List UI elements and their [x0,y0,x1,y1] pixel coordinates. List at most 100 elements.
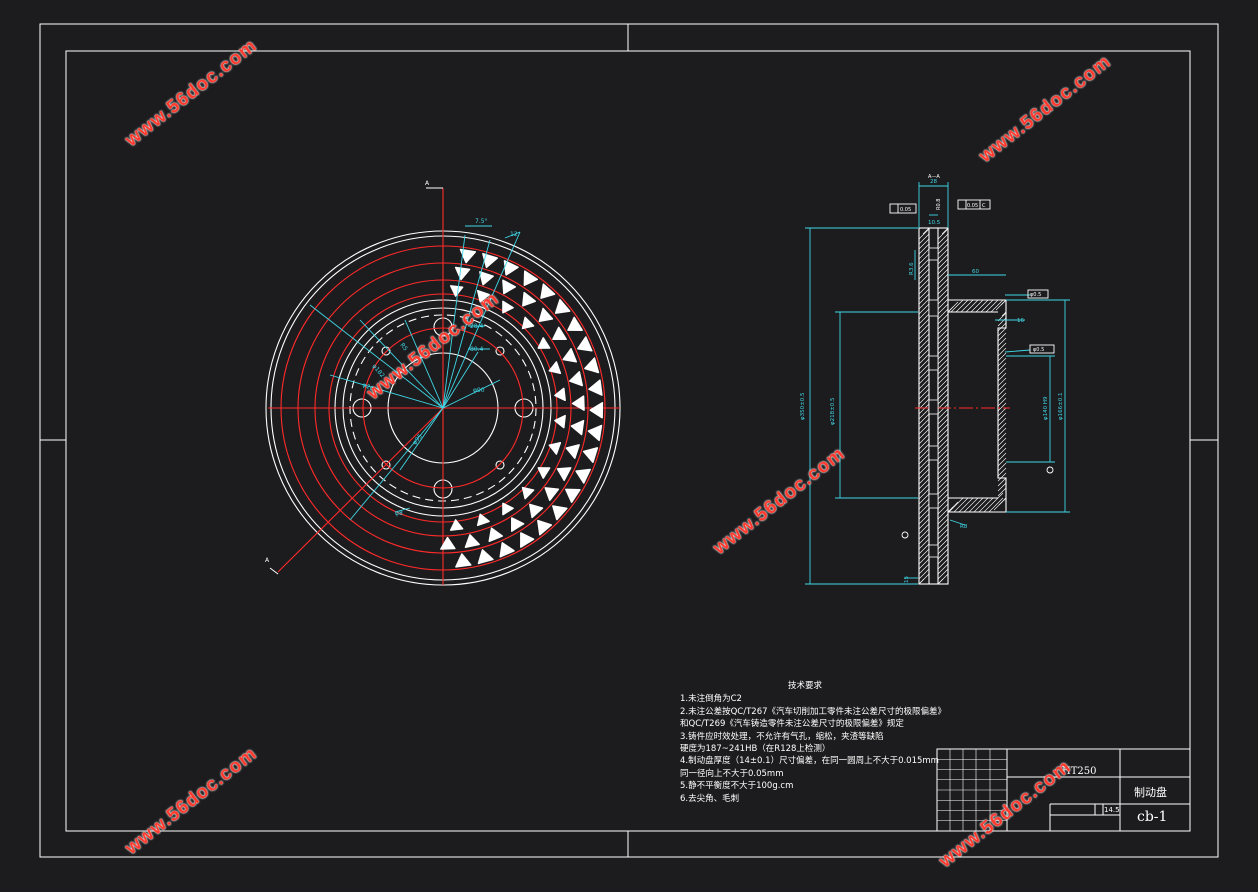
hatch-line [937,243,949,255]
vent-hole [570,419,585,436]
vent-hole [575,468,591,484]
vent-hole [459,248,477,264]
svg-text:80.4: 80.4 [470,346,484,353]
hatch-line [937,533,949,545]
hatch-line [937,433,949,445]
hatch-line [918,258,930,270]
title-block-scale: 14.5 [1104,806,1120,814]
hatch-line [918,313,930,325]
hatch-line [937,378,949,390]
hatch-line [918,433,930,445]
technical-note-line: 4.制动盘厚度（14±0.1）尺寸偏差，在同一圆周上不大于0.015mm [680,756,939,767]
hatch-line [937,543,949,555]
hatch-line [997,482,1007,492]
svg-text:R5: R5 [398,342,409,353]
hatch-line [970,299,984,313]
vent-hole [502,502,514,516]
vent-hole [588,379,603,396]
svg-text:7.5°: 7.5° [475,218,488,225]
hatch-line [918,318,930,330]
hatch-line [937,513,949,525]
vent-hole [554,298,571,314]
hatch-line [968,497,984,513]
hatch-line [937,343,949,355]
vent-hole [454,266,471,281]
hatch-line [937,333,949,345]
hatch-line [937,273,949,285]
hatch-line [937,263,949,275]
vent-hole [569,371,583,387]
hatch-line [927,227,930,230]
hatch-line [918,438,930,450]
hatch-line [918,283,930,295]
hatch-line [918,363,930,375]
vent-hole [587,424,603,442]
vent-hole [520,532,535,548]
vent-hole [502,300,514,314]
hatch-line [997,397,1007,407]
hatch-line [997,412,1007,422]
hatch-line [997,427,1007,437]
hatch-line [937,288,949,300]
hatch-line [918,378,930,390]
vent-hole [440,536,456,550]
hatch-line [958,497,974,513]
hatch-line [918,353,930,365]
vent-hole [567,316,583,331]
vent-hole [537,467,551,479]
svg-text:A: A [265,557,270,564]
hatch-line [937,493,949,505]
hatch-line [918,523,930,535]
hatch-line [997,322,1007,332]
hatch-line [937,383,949,395]
vent-hole [449,285,464,297]
hatch-line [937,298,949,310]
svg-text:0.05: 0.05 [900,207,911,213]
hatch-line [937,303,949,315]
front-view-disc: 7.5° 12 28.4 80.4 φ90 φ95 φ8 R5 φ182 φ20… [265,180,621,586]
hatch-line [997,457,1007,467]
vent-hole [449,519,464,531]
hatch-line [918,253,930,265]
section-hatching [918,227,1007,585]
svg-text:15: 15 [904,576,910,583]
hatch-line [918,358,930,370]
vent-hole [479,271,494,286]
drawing-frame [39,23,1219,858]
hatch-line [918,448,930,460]
hatch-line [918,503,930,515]
vent-hole [521,316,535,330]
svg-text:C: C [982,203,986,209]
hatch-line [918,403,930,415]
hatch-line [937,538,949,550]
hatch-line [937,478,949,490]
vent-hole [544,487,560,501]
hatch-line [1000,299,1007,306]
hatch-line [937,403,949,415]
technical-requirements-title: 技术要求 [787,681,822,691]
hatch-line [937,408,949,420]
hatch-line [997,447,1007,457]
technical-requirements: 技术要求 1.未注倒角为C2 2.未注公差按QC/T267《汽车切削加工零件未注… [680,680,947,805]
hatch-line [937,393,949,405]
technical-note-line: 2.未注公差按QC/T267《汽车切削加工零件未注公差尺寸的极限偏差》 [680,706,947,717]
vent-hole [477,549,494,565]
hatch-line [937,463,949,475]
hatch-line [937,353,949,365]
title-block-grid [937,749,1007,831]
vent-hole [511,517,525,532]
svg-text:60: 60 [972,269,979,275]
hatch-line [918,498,930,510]
svg-text:0.05: 0.05 [967,203,978,209]
hatch-line [937,238,949,250]
hatch-line [918,388,930,400]
hatch-line [918,263,930,275]
vent-hole [521,486,535,500]
hatch-line [918,548,930,560]
hatch-line [937,413,949,425]
hatch-line [918,468,930,480]
hatch-line [937,283,949,295]
hatch-line [918,408,930,420]
hatch-line [918,553,930,565]
vent-hole [565,444,580,459]
